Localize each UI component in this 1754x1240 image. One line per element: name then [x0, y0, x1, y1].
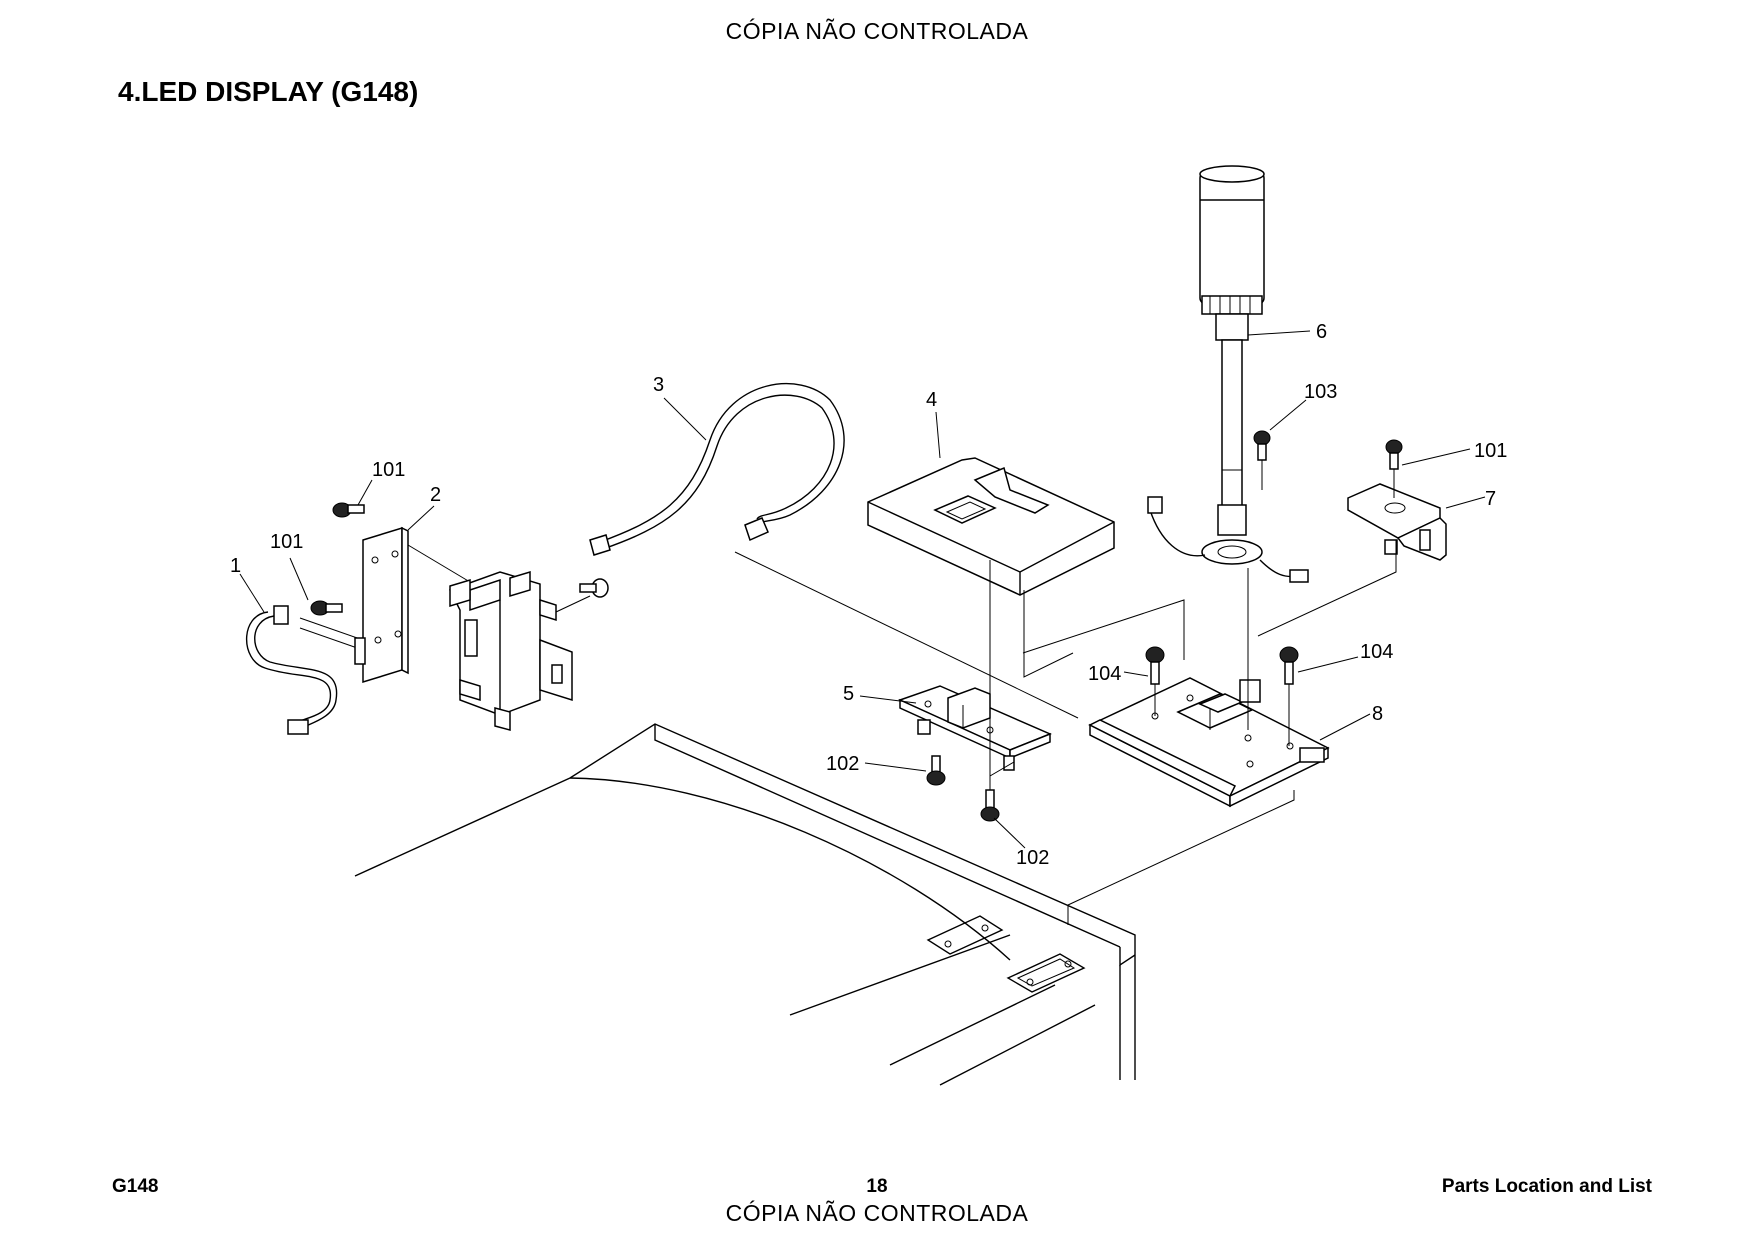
footer-model: G148 — [112, 1176, 159, 1197]
callout-104-right: 104 — [1360, 641, 1393, 663]
callout-5: 5 — [843, 683, 854, 705]
callout-101-lower: 101 — [270, 531, 303, 553]
callout-7: 7 — [1485, 488, 1496, 510]
callout-4: 4 — [926, 389, 937, 411]
screw-104-left — [1145, 646, 1165, 716]
screw-bracket-right — [579, 578, 609, 598]
screw-104-right — [1279, 646, 1299, 746]
page-title: 4.LED DISPLAY (G148) — [118, 76, 419, 107]
pcb-part-5 — [897, 685, 1052, 771]
callout-103: 103 — [1304, 381, 1337, 403]
screw-103 — [1253, 430, 1271, 490]
callout-6: 6 — [1316, 321, 1327, 343]
pcb-board-part-2 — [354, 526, 471, 684]
assembly-guide-lines — [734, 540, 1397, 925]
screw-101-right — [1385, 439, 1403, 498]
machine-top-cover — [354, 723, 1136, 1086]
bracket-part-7 — [1347, 483, 1447, 561]
callout-2: 2 — [430, 484, 441, 506]
callout-101-right: 101 — [1474, 440, 1507, 462]
harness-part-1 — [245, 605, 364, 735]
watermark-top: CÓPIA NÃO CONTROLADA — [725, 18, 1029, 44]
screw-101-upper-left — [332, 502, 365, 518]
screw-102-upper — [926, 755, 946, 786]
leader-lines — [239, 330, 1486, 849]
callout-102-lower: 102 — [1016, 847, 1049, 869]
cable-part-3 — [589, 382, 845, 556]
cover-part-4 — [867, 457, 1115, 596]
callout-101-upper: 101 — [372, 459, 405, 481]
mounting-bracket — [448, 570, 591, 731]
footer-page-number: 18 — [866, 1176, 888, 1197]
callout-8: 8 — [1372, 703, 1383, 725]
footer-section-title: Parts Location and List — [1441, 1176, 1652, 1197]
callout-3: 3 — [653, 374, 664, 396]
base-plate-part-8 — [1088, 677, 1330, 808]
callout-1: 1 — [230, 555, 241, 577]
tower-light-part-6 — [1147, 165, 1309, 583]
callout-104-left: 104 — [1088, 663, 1121, 685]
screw-102-lower — [980, 789, 1000, 822]
watermark-bottom: CÓPIA NÃO CONTROLADA — [725, 1200, 1029, 1226]
callout-102-upper: 102 — [826, 753, 859, 775]
screw-101-lower-left — [310, 600, 343, 616]
